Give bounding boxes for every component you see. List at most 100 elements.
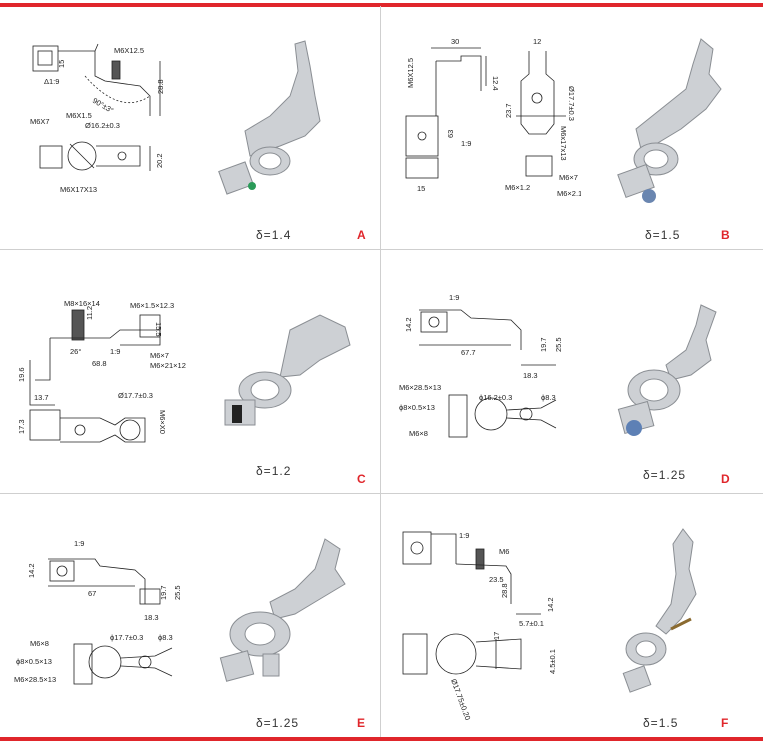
panel-e: 1:9 14.2 67 19.7 25.5 18.3 ϕ17.7±0.3 ϕ8.…: [0, 494, 380, 738]
label-a-7: Ø16.2±0.3: [85, 121, 120, 130]
label-c-0: M8×16×14: [64, 299, 100, 308]
label-b-0: 30: [451, 37, 459, 46]
label-a-6: M6X1.5: [66, 111, 92, 120]
label-c-6: 68.8: [92, 359, 107, 368]
panel-letter-a: A: [357, 228, 366, 242]
panel-f: 1:9 M6 23.5 28.8 14.2 5.7±0.1 17 4.5±0.1…: [381, 494, 761, 738]
label-a-9: M6X17X13: [60, 185, 97, 194]
label-b-3: 63: [446, 130, 455, 138]
label-f-4: 14.2: [546, 597, 555, 612]
terminal-photo-f: [622, 528, 697, 693]
terminal-photo-d: [617, 304, 717, 436]
label-b-2: 12.4: [491, 76, 500, 91]
label-c-5: 1:9: [110, 347, 120, 356]
label-c-4: 26°: [70, 347, 81, 356]
row-divider-1: [0, 249, 763, 250]
thickness-label-c: δ=1.2: [256, 464, 292, 478]
label-f-1: M6: [499, 547, 509, 556]
terminal-photo-b: [617, 38, 722, 203]
technical-drawing-d: 1:9 14.2 67.7 19.7 25.5 18.3 M6×28.5×13 …: [399, 293, 563, 438]
label-d-1: 14.2: [404, 317, 413, 332]
label-c-9: 19.6: [17, 367, 26, 382]
label-a-5: M6X7: [30, 117, 50, 126]
label-d-6: M6×28.5×13: [399, 383, 441, 392]
technical-drawing-a: M6X12.5 15 Δ1:9 90°±3° 28.8 M6X7 M6X1.5 …: [30, 43, 165, 194]
label-e-5: 18.3: [144, 613, 159, 622]
panel-c: M8×16×14 11.2 M6×1.5×12.3 15.5 26° 1:9 6…: [0, 250, 380, 494]
thickness-label-a: δ=1.4: [256, 228, 292, 242]
label-e-10: M6×28.5×13: [14, 675, 56, 684]
panel-a: M6X12.5 15 Δ1:9 90°±3° 28.8 M6X7 M6X1.5 …: [0, 6, 380, 250]
label-f-0: 1:9: [459, 531, 469, 540]
panel-letter-f: F: [721, 716, 729, 730]
panel-letter-d: D: [721, 472, 730, 486]
label-e-4: 25.5: [173, 585, 182, 600]
label-b-1: M6X12.5: [406, 58, 415, 88]
label-e-2: 67: [88, 589, 96, 598]
label-a-4: 28.8: [156, 79, 165, 94]
label-c-13: M6×X0: [158, 410, 167, 434]
panel-letter-e: E: [357, 716, 366, 730]
thickness-label-d: δ=1.25: [643, 468, 687, 482]
label-b-6: 12: [533, 37, 541, 46]
label-a-0: M6X12.5: [114, 46, 144, 55]
label-e-1: 14.2: [27, 563, 36, 578]
top-red-rule: [0, 3, 763, 7]
technical-drawing-b: 30 M6X12.5 12.4 63 1:9 15 12 Ø17.7±0.3 2…: [405, 37, 581, 198]
terminal-photo-c: [224, 314, 351, 426]
label-c-2: M6×1.5×12.3: [130, 301, 174, 310]
row-divider-2: [0, 493, 763, 494]
label-f-7: 4.5±0.1: [548, 649, 557, 674]
thickness-label-b: δ=1.5: [645, 228, 681, 242]
label-d-8: ϕ8.3: [541, 393, 556, 402]
panel-letter-c: C: [357, 472, 366, 486]
panel-letter-b: B: [721, 228, 730, 242]
label-e-0: 1:9: [74, 539, 84, 548]
label-a-3: 90°±3°: [91, 96, 115, 115]
label-e-3: 19.7: [159, 585, 168, 600]
label-a-2: Δ1:9: [44, 77, 59, 86]
label-f-6: 17: [492, 632, 501, 640]
label-b-8: 23.7: [504, 103, 513, 118]
label-b-9: M6x17x13: [559, 126, 568, 161]
label-d-4: 25.5: [554, 337, 563, 352]
panel-d: 1:9 14.2 67.7 19.7 25.5 18.3 M6×28.5×13 …: [381, 250, 761, 494]
label-f-2: 23.5: [489, 575, 504, 584]
label-d-9: ϕ8×0.5×13: [399, 403, 435, 412]
label-f-3: 28.8: [500, 583, 509, 598]
label-d-7: ϕ16.2±0.3: [479, 393, 512, 402]
label-f-5: 5.7±0.1: [519, 619, 544, 628]
label-c-10: 13.7: [34, 393, 49, 402]
label-c-12: 17.3: [17, 419, 26, 434]
technical-drawing-c: M8×16×14 11.2 M6×1.5×12.3 15.5 26° 1:9 6…: [17, 299, 186, 443]
label-b-10: M6×7: [559, 173, 578, 182]
label-e-8: M6×8: [30, 639, 49, 648]
label-f-8: Ø17.75±0.20: [449, 678, 472, 722]
thickness-label-f: δ=1.5: [643, 716, 679, 730]
label-c-8: M6×21×12: [150, 361, 186, 370]
label-d-10: M6×8: [409, 429, 428, 438]
bottom-red-rule: [0, 737, 763, 741]
label-e-7: ϕ8.3: [158, 633, 173, 642]
terminal-photo-e: [219, 538, 346, 682]
label-d-0: 1:9: [449, 293, 459, 302]
label-b-5: 15: [417, 184, 425, 193]
column-divider: [380, 6, 381, 737]
technical-drawing-e: 1:9 14.2 67 19.7 25.5 18.3 ϕ17.7±0.3 ϕ8.…: [14, 539, 182, 685]
label-a-8: 20.2: [155, 153, 164, 168]
label-c-3: 15.5: [154, 322, 163, 337]
terminal-photo-a: [218, 40, 321, 195]
technical-drawing-f: 1:9 M6 23.5 28.8 14.2 5.7±0.1 17 4.5±0.1…: [402, 531, 557, 722]
label-d-2: 67.7: [461, 348, 476, 357]
label-d-3: 19.7: [539, 337, 548, 352]
label-b-4: 1:9: [461, 139, 471, 148]
thickness-label-e: δ=1.25: [256, 716, 300, 730]
label-c-1: 11.2: [85, 306, 94, 320]
label-c-7: M6×7: [150, 351, 169, 360]
label-c-11: Ø17.7±0.3: [118, 391, 153, 400]
panel-b: 30 M6X12.5 12.4 63 1:9 15 12 Ø17.7±0.3 2…: [381, 6, 761, 250]
label-a-1: 15: [57, 60, 66, 68]
label-b-12: M6×2.1: [557, 189, 581, 198]
label-b-11: M6×1.2: [505, 183, 530, 192]
label-d-5: 18.3: [523, 371, 538, 380]
